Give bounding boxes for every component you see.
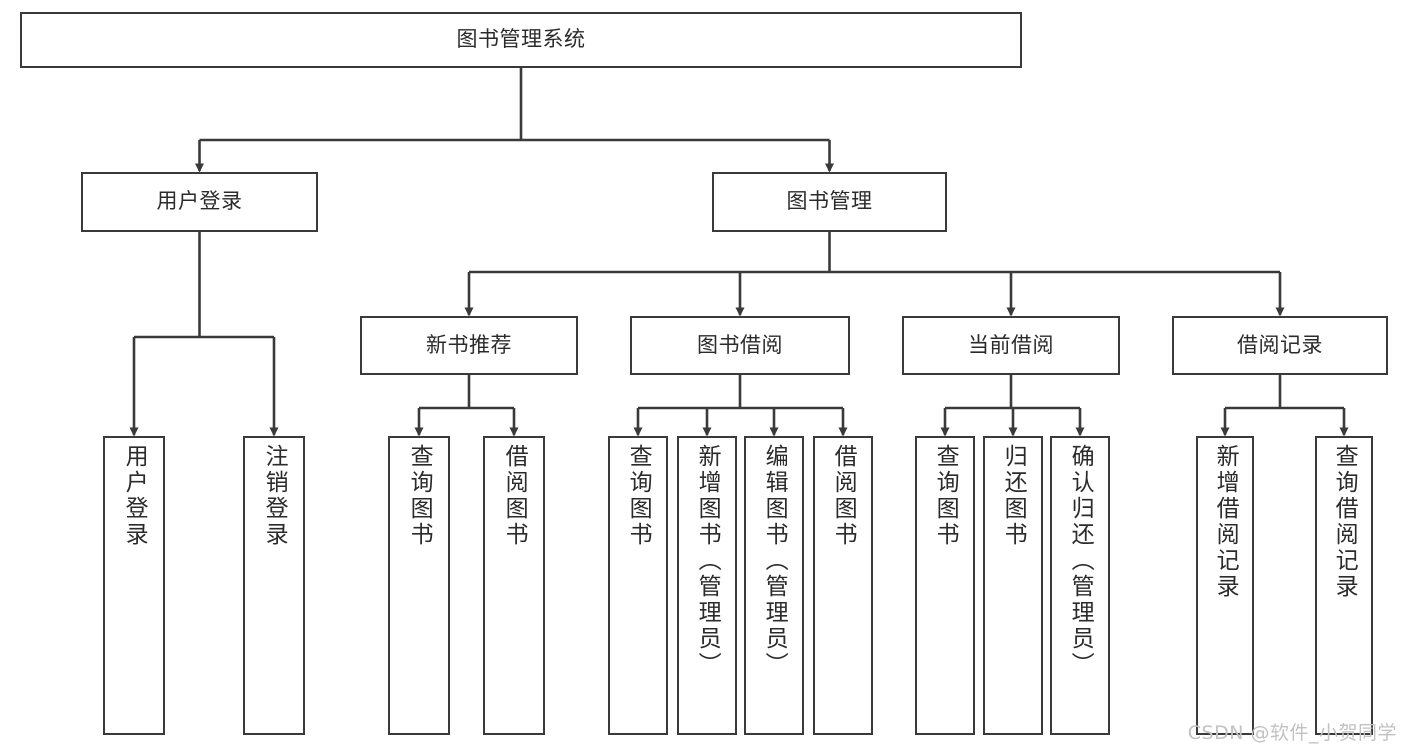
- watermark-label: CSDN @软件_小贺同学: [1187, 722, 1397, 744]
- node-label: 查询图书: [625, 444, 652, 548]
- node-label: 新增借阅记录: [1212, 444, 1239, 600]
- edge-paths: [129, 68, 1349, 437]
- node-label: 当前借阅: [968, 332, 1054, 357]
- node-l-queryrec[interactable]: 查询借阅记录: [1315, 436, 1373, 735]
- node-l-query1[interactable]: 查询图书: [388, 436, 450, 735]
- node-root[interactable]: 图书管理系统: [20, 12, 1022, 68]
- node-label: 查询借阅记录: [1331, 444, 1358, 600]
- node-label: 查询图书: [406, 444, 433, 548]
- node-label: 借阅图书: [830, 444, 857, 548]
- node-label: 编辑图书（管理员）: [761, 444, 788, 678]
- node-label: 新增图书（管理员）: [694, 444, 721, 678]
- node-l-return[interactable]: 归还图书: [983, 436, 1043, 735]
- node-label: 新书推荐: [426, 332, 512, 357]
- node-records[interactable]: 借阅记录: [1172, 316, 1388, 375]
- node-label: 借阅图书: [501, 444, 528, 548]
- node-label: 图书管理: [786, 189, 873, 214]
- node-label: 借阅记录: [1237, 332, 1323, 357]
- node-newbook[interactable]: 新书推荐: [360, 316, 578, 375]
- node-current[interactable]: 当前借阅: [902, 316, 1120, 375]
- node-label: 用户登录: [121, 444, 148, 548]
- node-label: 用户登录: [156, 189, 243, 214]
- node-label: 查询图书: [932, 444, 959, 548]
- node-label: 归还图书: [1000, 444, 1027, 548]
- node-l-logout[interactable]: 注销登录: [243, 436, 305, 735]
- node-l-query2[interactable]: 查询图书: [608, 436, 668, 735]
- node-l-add[interactable]: 新增图书（管理员）: [677, 436, 737, 735]
- node-label: 图书借阅: [697, 332, 783, 357]
- node-l-borrow1[interactable]: 借阅图书: [483, 436, 545, 735]
- node-label: 图书管理系统: [456, 27, 586, 52]
- node-bookmgmt[interactable]: 图书管理: [712, 172, 947, 232]
- node-login[interactable]: 用户登录: [81, 172, 318, 232]
- node-label: 确认归还（管理员）: [1067, 444, 1094, 678]
- node-l-borrow2[interactable]: 借阅图书: [813, 436, 873, 735]
- node-l-edit[interactable]: 编辑图书（管理员）: [744, 436, 804, 735]
- node-l-query3[interactable]: 查询图书: [915, 436, 975, 735]
- node-label: 注销登录: [261, 444, 288, 548]
- node-l-addrec[interactable]: 新增借阅记录: [1196, 436, 1254, 735]
- node-l-confirm[interactable]: 确认归还（管理员）: [1050, 436, 1110, 735]
- node-l-login[interactable]: 用户登录: [103, 436, 165, 735]
- node-borrow[interactable]: 图书借阅: [630, 316, 850, 375]
